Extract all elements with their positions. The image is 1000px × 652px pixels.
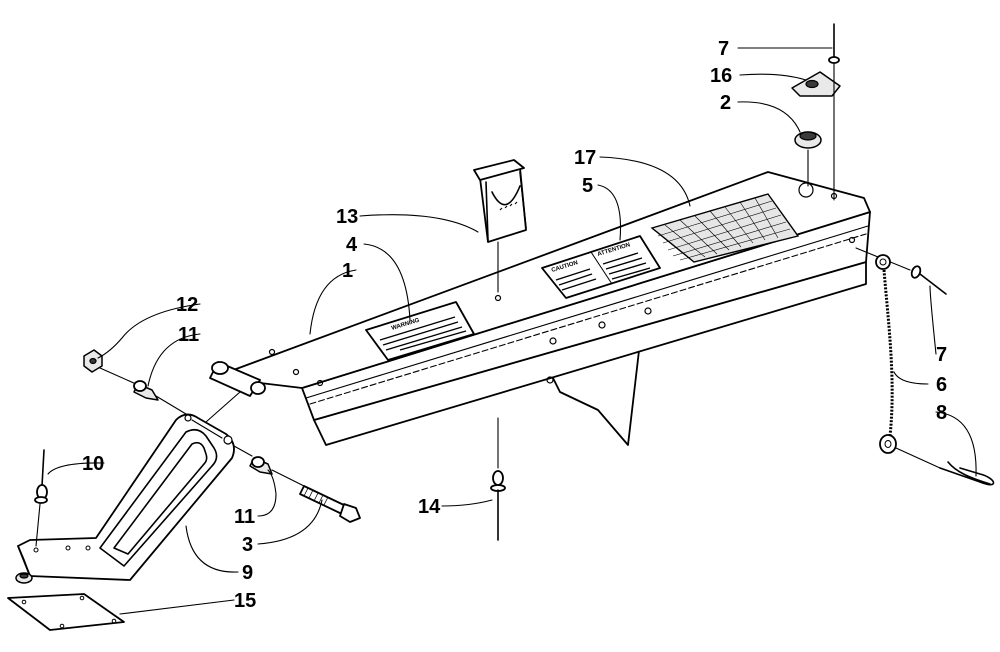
washer — [15, 572, 33, 584]
callout-labels: 7 16 2 17 5 13 4 1 12 11 7 6 8 10 14 11 … — [82, 38, 947, 612]
hair-pin-clip — [895, 447, 995, 486]
callout-2: 2 — [720, 92, 731, 114]
callout-7-top: 7 — [718, 38, 729, 60]
bottom-rivet — [490, 417, 506, 541]
side-rivet — [855, 247, 947, 295]
nut — [83, 349, 137, 385]
bolt — [299, 485, 361, 523]
bracket-plate — [791, 71, 841, 97]
callout-8: 8 — [936, 402, 947, 424]
warning-decal: WARNING — [365, 301, 475, 361]
mounting-plate — [7, 593, 125, 631]
leader-lines — [47, 47, 977, 615]
callout-17: 17 — [574, 147, 596, 169]
callout-4: 4 — [346, 234, 358, 256]
grid-decal — [650, 193, 800, 263]
hinge-tube — [209, 361, 266, 397]
callout-10: 10 — [82, 453, 104, 475]
callout-3: 3 — [242, 534, 253, 556]
callout-1: 1 — [342, 260, 353, 282]
top-rivet — [828, 23, 840, 201]
callout-11-upper: 11 — [178, 324, 199, 346]
bushing-upper — [133, 380, 223, 439]
clip-bracket — [473, 159, 527, 293]
callout-13: 13 — [336, 206, 358, 228]
bushing-lower — [233, 445, 305, 487]
callout-7-side: 7 — [936, 344, 947, 366]
callout-16: 16 — [710, 65, 732, 87]
callout-11-lower: 11 — [234, 506, 255, 528]
callout-6: 6 — [936, 374, 947, 396]
step-rivet — [34, 449, 48, 547]
step-bracket — [17, 413, 235, 581]
callout-5: 5 — [582, 175, 593, 197]
callout-12: 12 — [176, 294, 198, 316]
callout-15: 15 — [234, 590, 256, 612]
callout-9: 9 — [242, 562, 253, 584]
grommet — [794, 131, 822, 187]
callout-14: 14 — [418, 496, 441, 518]
tether-cable — [875, 254, 897, 454]
